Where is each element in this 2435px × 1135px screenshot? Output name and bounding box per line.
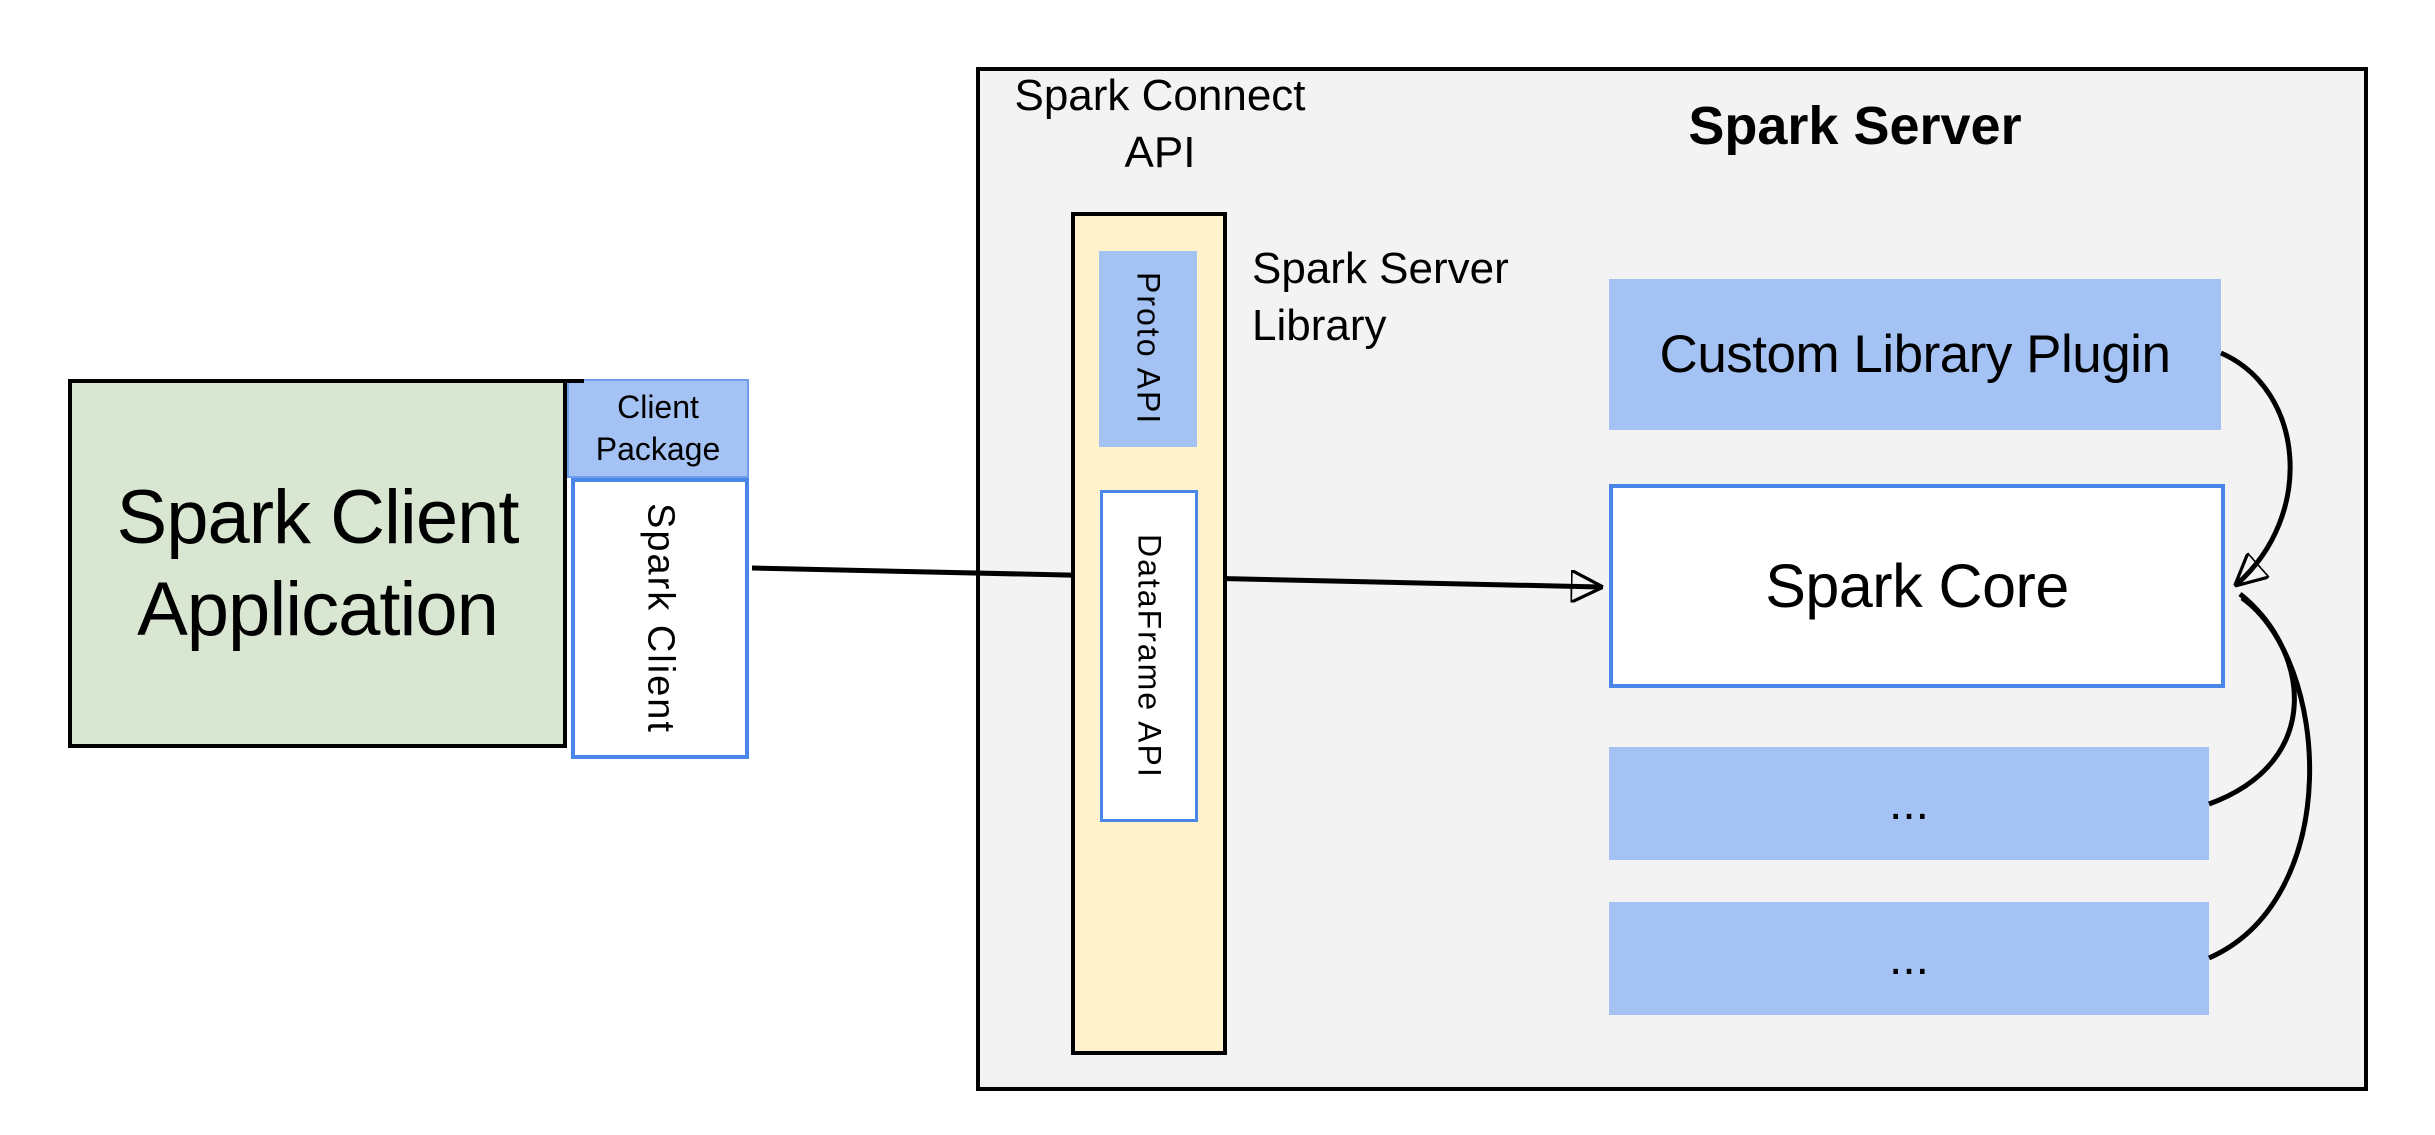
spark-client-application-label: Spark Client Application: [116, 472, 520, 654]
dataframe-api-box: DataFrame API: [1100, 490, 1198, 822]
spark-client-application-label-line1: Spark Client: [116, 475, 520, 561]
client-package-label-line2: Package: [595, 430, 721, 467]
spark-server-library-label-line2: Library: [1252, 301, 1387, 351]
spark-server-library-label: Spark Server Library: [1252, 240, 1612, 354]
spark-client-application-label-line2: Application: [137, 566, 499, 652]
spark-client-box: Spark Client: [571, 478, 749, 759]
custom-library-plugin-box: Custom Library Plugin: [1609, 279, 2221, 430]
client-package-label-line1: Client: [617, 388, 699, 425]
spark-connect-api-label-line1: Spark Connect: [1014, 71, 1306, 120]
spark-server-library-label-line1: Spark Server: [1252, 244, 1509, 293]
dataframe-api-label: DataFrame API: [1131, 533, 1168, 779]
spark-client-application-box: Spark Client Application: [68, 379, 567, 748]
spark-connect-api-label-line2: API: [1124, 127, 1196, 177]
client-package-box: Client Package: [567, 379, 749, 478]
plugin-slot-1-box: ...: [1609, 747, 2209, 860]
spark-server-library-box: [1071, 212, 1227, 1055]
plugin-slot-1-label: ...: [1888, 777, 1929, 830]
custom-library-plugin-label: Custom Library Plugin: [1659, 325, 2171, 384]
spark-connect-api-label: Spark Connect API: [1000, 68, 1320, 182]
proto-api-label: Proto API: [1130, 272, 1167, 426]
plugin-slot-2-box: ...: [1609, 902, 2209, 1015]
spark-core-label: Spark Core: [1765, 552, 2069, 620]
spark-server-title: Spark Server: [1688, 96, 2022, 156]
plugin-slot-2-label: ...: [1888, 932, 1929, 985]
proto-api-box: Proto API: [1099, 251, 1197, 447]
spark-core-box: Spark Core: [1609, 484, 2225, 688]
client-package-label: Client Package: [596, 387, 721, 470]
spark-client-label: Spark Client: [639, 503, 682, 734]
